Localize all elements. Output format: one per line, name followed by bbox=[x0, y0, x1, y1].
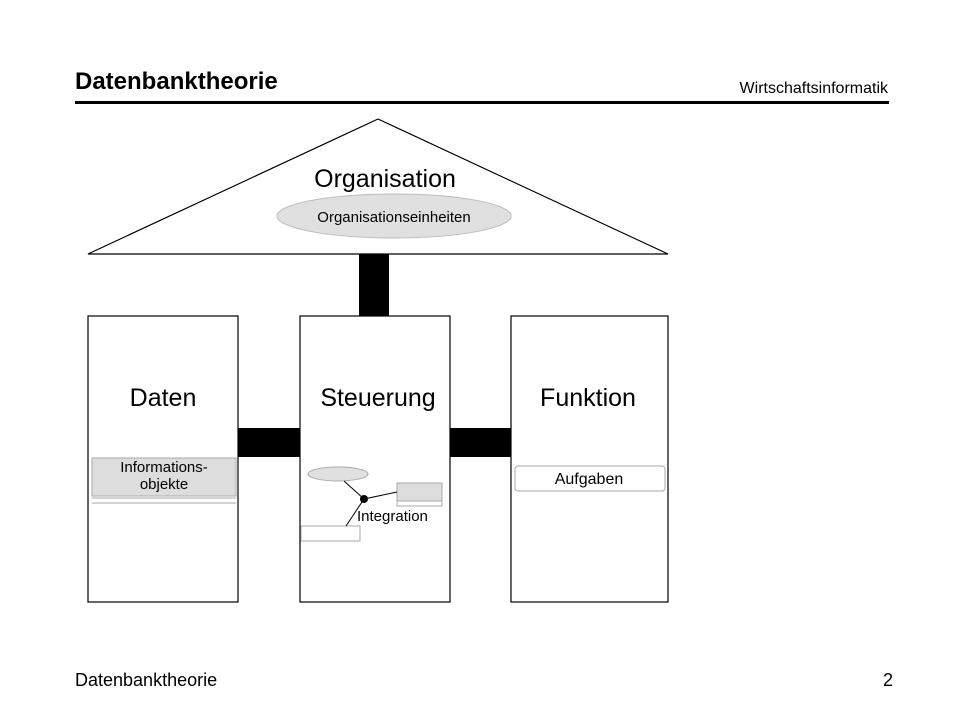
funktion-title: Funktion bbox=[540, 384, 636, 412]
integration-event-ellipse bbox=[307, 466, 369, 482]
informationsobjekte-label: Informations-objekte bbox=[120, 459, 208, 493]
informationsobjekte-label-line: objekte bbox=[140, 476, 188, 493]
page-title: Datenbanktheorie bbox=[75, 68, 278, 95]
integration-label: Integration bbox=[357, 508, 428, 525]
footer-title: Datenbanktheorie bbox=[75, 670, 218, 690]
organisationseinheiten-label: Organisationseinheiten bbox=[317, 209, 470, 226]
steuerung-title: Steuerung bbox=[320, 384, 435, 412]
integration-line-event bbox=[343, 480, 365, 500]
page-number: 2 bbox=[882, 670, 893, 690]
steuerung-column bbox=[299, 315, 451, 603]
header-rule bbox=[75, 101, 889, 104]
aufgaben-box bbox=[514, 465, 666, 492]
subject-label: Wirtschaftsinformatik bbox=[739, 80, 888, 97]
funktion-column bbox=[510, 315, 669, 603]
aufgaben-label: Aufgaben bbox=[555, 471, 624, 488]
informationsobjekte-box bbox=[91, 457, 237, 497]
organisationseinheiten-ellipse bbox=[276, 193, 512, 239]
integration-data-box bbox=[396, 482, 443, 502]
roof-connector bbox=[359, 254, 389, 316]
integration-line-data bbox=[363, 491, 398, 500]
right-connector bbox=[450, 428, 511, 457]
organisation-title: Organisation bbox=[314, 165, 456, 193]
informationsobjekte-label-line: Informations- bbox=[120, 459, 208, 476]
integration-node bbox=[360, 495, 368, 503]
integration-line-function bbox=[345, 498, 365, 527]
integration-function-box bbox=[300, 525, 361, 542]
daten-title: Daten bbox=[130, 384, 197, 412]
integration-data-box-base bbox=[396, 500, 443, 507]
left-connector bbox=[238, 428, 300, 457]
